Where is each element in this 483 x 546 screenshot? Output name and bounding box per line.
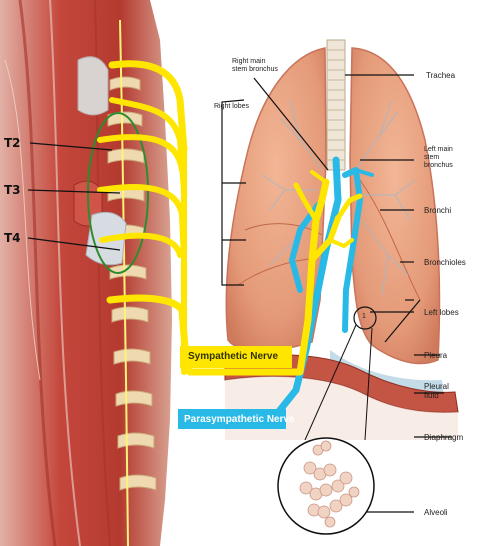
pleura-label: Pleura (424, 351, 447, 360)
pleural-fluid-label: Pleural fluid (424, 382, 449, 400)
t3-label: T3 (4, 183, 21, 197)
t4-label: T4 (4, 231, 21, 245)
left-lobes-label: Left lobes (424, 308, 459, 317)
bronchi-label: Bronchi (424, 206, 451, 215)
right-main-stem-bronchus-label: Right main stem bronchus (232, 58, 278, 74)
trachea-tube (327, 40, 345, 170)
right-lobes-label: Right lobes (214, 103, 249, 111)
parasympathetic-nerve-label: Parasympathetic Nerve (180, 413, 299, 426)
alveoli-label: Alveoli (424, 508, 448, 517)
bronchioles-label: Bronchioles (424, 258, 466, 267)
spinal-column-and-back-muscles (0, 0, 172, 546)
t2-label: T2 (4, 136, 21, 150)
sympathetic-nerve-label: Sympathetic Nerve (184, 350, 282, 363)
alveolus-marker-label: 1 (362, 313, 366, 321)
trachea-label: Trachea (426, 71, 455, 80)
left-main-stem-bronchus-label: Left main stem bronchus (424, 146, 453, 170)
diaphragm-label: Diaphragm (424, 433, 463, 442)
